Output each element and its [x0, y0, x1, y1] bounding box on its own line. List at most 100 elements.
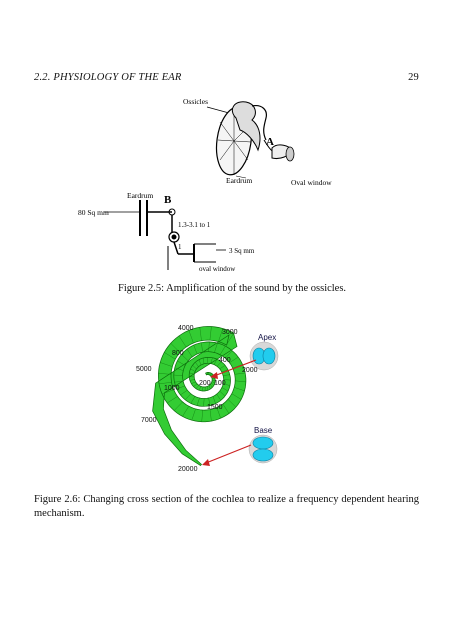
cochlea-texture-line [208, 397, 210, 406]
cochlea-texture-line [189, 379, 195, 381]
cochlea-texture-line [190, 396, 196, 404]
cochlea-texture-line [191, 381, 196, 384]
cochlea-texture-line [199, 327, 202, 341]
frequency-label: 4000 [178, 325, 194, 332]
cochlea-texture-line [178, 335, 187, 348]
cochlea-texture-line [208, 385, 211, 390]
area-oval-label: 3 Sq mm [229, 247, 255, 255]
arrow-apex [210, 359, 257, 379]
cochlea-texture-line [209, 373, 213, 376]
cochlea-texture-line [174, 380, 184, 383]
lever-schematic [104, 200, 226, 270]
cochlea-texture-line [186, 348, 193, 358]
frequency-label: 100 [214, 380, 226, 387]
cochlea-texture-line [209, 326, 212, 341]
cochlea-texture-line [221, 369, 228, 373]
cochlea-texture-line [176, 385, 185, 390]
cochlea-texture-line [208, 372, 211, 375]
cochlea-texture-line [214, 343, 218, 353]
cochlea-texture-line [223, 383, 230, 386]
ossicles-illustration [206, 101, 295, 179]
cochlea-texture-line [160, 362, 173, 367]
cochlea-texture-line [177, 360, 186, 366]
cochlea-texture-line [207, 386, 208, 391]
base-cross-section [248, 434, 278, 464]
cochlea-texture-line [201, 386, 204, 391]
cochlea-texture-line [203, 398, 205, 407]
cochlea-texture-line [162, 389, 174, 395]
cochlea-texture-line [173, 374, 183, 376]
cochlea-texture-line [180, 390, 188, 396]
cochlea-texture-line [229, 356, 239, 363]
cochlea-texture-line [234, 387, 245, 391]
cochlea-texture-line [206, 372, 208, 375]
cochlea-texture-line [218, 328, 224, 342]
frequency-label: 3000 [222, 329, 238, 336]
figure-2-6-caption: Figure 2.6: Changing cross section of th… [34, 494, 419, 519]
frequency-label: 1000 [164, 385, 180, 392]
figure-2-5-caption: Figure 2.5: Amplification of the sound b… [118, 283, 347, 294]
cochlea-texture-line [219, 390, 226, 397]
cochlea-texture-line [222, 403, 230, 414]
cochlea-texture-line [225, 350, 233, 359]
cochlea-texture-line [216, 393, 221, 401]
cochlea-texture-line [192, 365, 197, 370]
cochlea-texture-line [182, 406, 189, 417]
cochlea-texture-line [195, 362, 199, 367]
panel-a-label: A [266, 136, 274, 148]
cochlea-duct [152, 326, 247, 467]
section-title: 2.2. PHYSIOLOGY OF THE EAR [34, 72, 182, 83]
cochlea-texture-line [234, 372, 246, 375]
cochlea-texture-line [188, 330, 194, 344]
cochlea-texture-line [164, 352, 176, 360]
cochlea-texture-line [209, 409, 212, 422]
eardrum-label-a: Eardrum [226, 176, 252, 185]
cochlea-texture-line [219, 365, 226, 370]
cochlea-texture-line [167, 396, 178, 404]
cochlea-texture-line [198, 359, 202, 366]
cochlea-texture-line [235, 380, 246, 383]
frequency-label: 400 [219, 357, 231, 364]
cochlea-texture-line [213, 359, 218, 365]
oval-window-label-a: Oval window [291, 178, 332, 187]
cochlea-texture-line [212, 379, 216, 382]
cochlea-texture-line [210, 357, 213, 364]
cochlea-texture-line [185, 393, 192, 400]
cochlea-texture-line [226, 332, 234, 346]
cochlea-texture-line [189, 372, 195, 375]
frequency-label: 1500 [207, 404, 223, 411]
panel-b-label: B [164, 194, 172, 206]
cochlea-texture-line [201, 410, 203, 422]
running-header: 2.2. PHYSIOLOGY OF THE EAR 29 [34, 72, 419, 86]
ratio-label: 1.3-3.1 to 1 [178, 221, 211, 229]
cochlea-texture-line [174, 367, 184, 371]
cochlea-texture-line [221, 387, 229, 392]
cochlea-texture-line [181, 354, 189, 361]
cochlea-texture-line [159, 382, 172, 384]
frequency-label: 200 [199, 380, 211, 387]
cochlea-texture-line [223, 374, 230, 376]
base-label: Base [254, 426, 273, 435]
area-eardrum-label: 80 Sq mm [78, 208, 109, 217]
marker-1-label: 1 [178, 243, 182, 251]
cochlea-texture-line [198, 386, 202, 391]
frequency-label: 800 [172, 350, 184, 357]
cochlea-texture-line [231, 393, 242, 400]
cochlea-texture-line [196, 397, 200, 406]
cochlea-texture-line [158, 373, 172, 375]
cochlea-texture-line [207, 357, 208, 364]
figure-ossicles: Ossicles A Eardrum Oval window Eardrum B… [78, 97, 332, 273]
eardrum-label-b: Eardrum [127, 191, 153, 200]
cochlea-texture-line [203, 358, 205, 364]
oval-window-label-b: oval window [199, 265, 236, 273]
cochlea-texture-line [219, 345, 226, 355]
arrow-base [202, 444, 252, 466]
frequency-label: 7000 [141, 417, 157, 424]
cochlea-texture-line [211, 381, 215, 384]
cochlea-texture-line [193, 345, 198, 355]
cochlea-texture-line [201, 342, 203, 353]
cochlea-texture-line [216, 361, 222, 367]
cochlea-texture-line [190, 368, 196, 372]
